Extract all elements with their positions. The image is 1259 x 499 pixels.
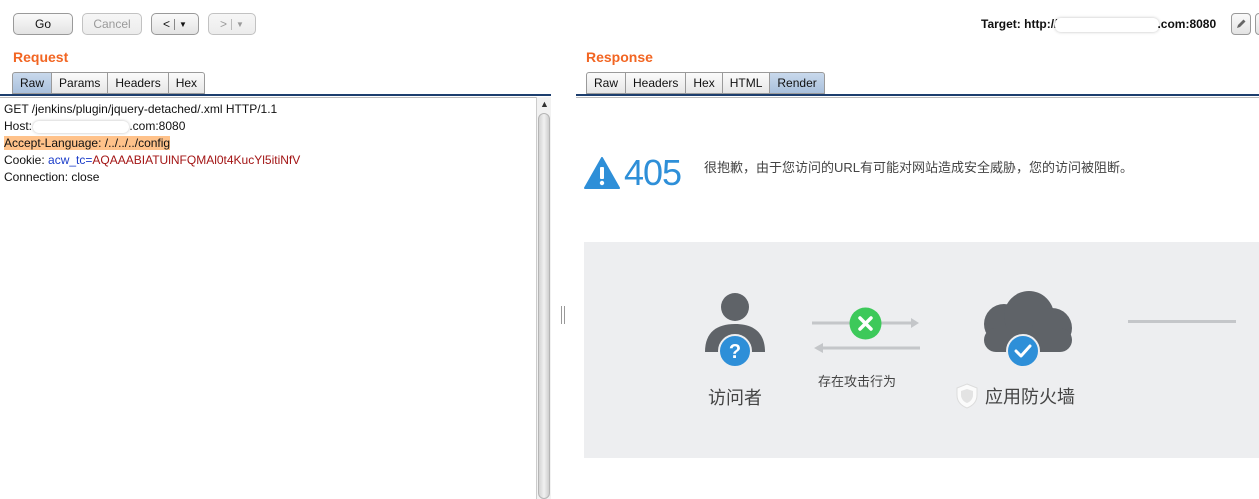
question-icon: ?	[718, 334, 752, 368]
host-suffix: .com:8080	[129, 119, 186, 133]
target-prefix: Target: http://	[981, 17, 1058, 31]
cookie-name: acw_tc	[48, 153, 86, 167]
tab-hex[interactable]: Hex	[168, 72, 206, 94]
separator	[231, 18, 233, 30]
tab-headers[interactable]: Headers	[108, 72, 169, 94]
response-tabs: Raw Headers Hex HTML Render	[586, 72, 825, 94]
chevron-down-icon[interactable]: ▼	[236, 19, 244, 29]
request-scrollbar[interactable]: ▲	[536, 97, 551, 499]
block-diagram	[584, 242, 1259, 458]
forward-button[interactable]: > ▼	[208, 13, 256, 35]
forward-label: >	[220, 17, 228, 31]
response-title: Response	[586, 49, 653, 65]
cancel-label: Cancel	[93, 17, 131, 31]
svg-text:?: ?	[729, 341, 741, 363]
connector-line	[1128, 320, 1236, 323]
back-button[interactable]: < ▼	[151, 13, 199, 35]
accept-language-line: Accept-Language: /../../../config	[4, 135, 532, 152]
scroll-up-icon[interactable]: ▲	[540, 99, 549, 109]
pane-splitter[interactable]	[561, 306, 565, 324]
request-editor[interactable]: GET /jenkins/plugin/jquery-detached/.xml…	[0, 97, 536, 499]
connection-line: Connection: close	[4, 170, 100, 184]
request-line: GET /jenkins/plugin/jquery-detached/.xml…	[4, 102, 278, 116]
waf-label: 应用防火墙	[985, 387, 1075, 407]
chevron-down-icon[interactable]: ▼	[179, 19, 187, 29]
target-display: Target: http:// .com:8080	[981, 17, 1216, 32]
go-label: Go	[34, 17, 51, 31]
request-tab-rule	[0, 94, 551, 96]
tab-hex[interactable]: Hex	[686, 72, 723, 94]
cookie-eq: =	[85, 153, 93, 167]
shield-icon	[956, 383, 978, 409]
host-line: Host: .com:8080	[4, 118, 532, 135]
cancel-button[interactable]: Cancel	[82, 13, 142, 35]
blocked-icon	[849, 307, 882, 340]
tab-render[interactable]: Render	[770, 72, 825, 94]
request-title: Request	[13, 49, 69, 65]
response-tab-rule	[576, 94, 1259, 96]
visitor-label: 访问者	[708, 388, 762, 408]
redacted-host	[1055, 17, 1160, 32]
pencil-icon	[1237, 19, 1246, 28]
cookie-line: Cookie: acw_tc=AQAAABIATUlNFQMAl0t4KucYl…	[4, 152, 532, 169]
warning-icon	[584, 157, 620, 189]
render-border	[576, 97, 1259, 98]
help-button[interactable]	[1255, 13, 1259, 35]
cookie-prefix: Cookie:	[4, 153, 49, 167]
edit-target-button[interactable]	[1231, 13, 1251, 35]
target-suffix: .com:8080	[1157, 17, 1217, 31]
redacted-host	[33, 120, 130, 133]
check-icon	[1006, 334, 1040, 368]
error-message: 很抱歉，由于您访问的URL有可能对网站造成安全威胁，您的访问被阻断。	[704, 160, 1134, 175]
tab-html[interactable]: HTML	[722, 72, 771, 94]
tab-params[interactable]: Params	[52, 72, 109, 94]
tab-raw[interactable]: Raw	[12, 72, 53, 94]
back-label: <	[163, 17, 171, 31]
attack-label: 存在攻击行为	[818, 374, 897, 389]
accept-language-text: Accept-Language: /../../../config	[4, 136, 171, 150]
request-tabs: Raw Params Headers Hex	[12, 72, 206, 94]
error-code: 405	[624, 152, 682, 193]
tab-raw[interactable]: Raw	[586, 72, 627, 94]
go-button[interactable]: Go	[13, 13, 73, 35]
scroll-thumb[interactable]	[538, 113, 550, 499]
cookie-value: AQAAABIATUlNFQMAl0t4KucYl5itiNfV	[92, 153, 301, 167]
tab-headers[interactable]: Headers	[626, 72, 687, 94]
separator	[174, 18, 176, 30]
host-prefix: Host:	[4, 119, 36, 133]
